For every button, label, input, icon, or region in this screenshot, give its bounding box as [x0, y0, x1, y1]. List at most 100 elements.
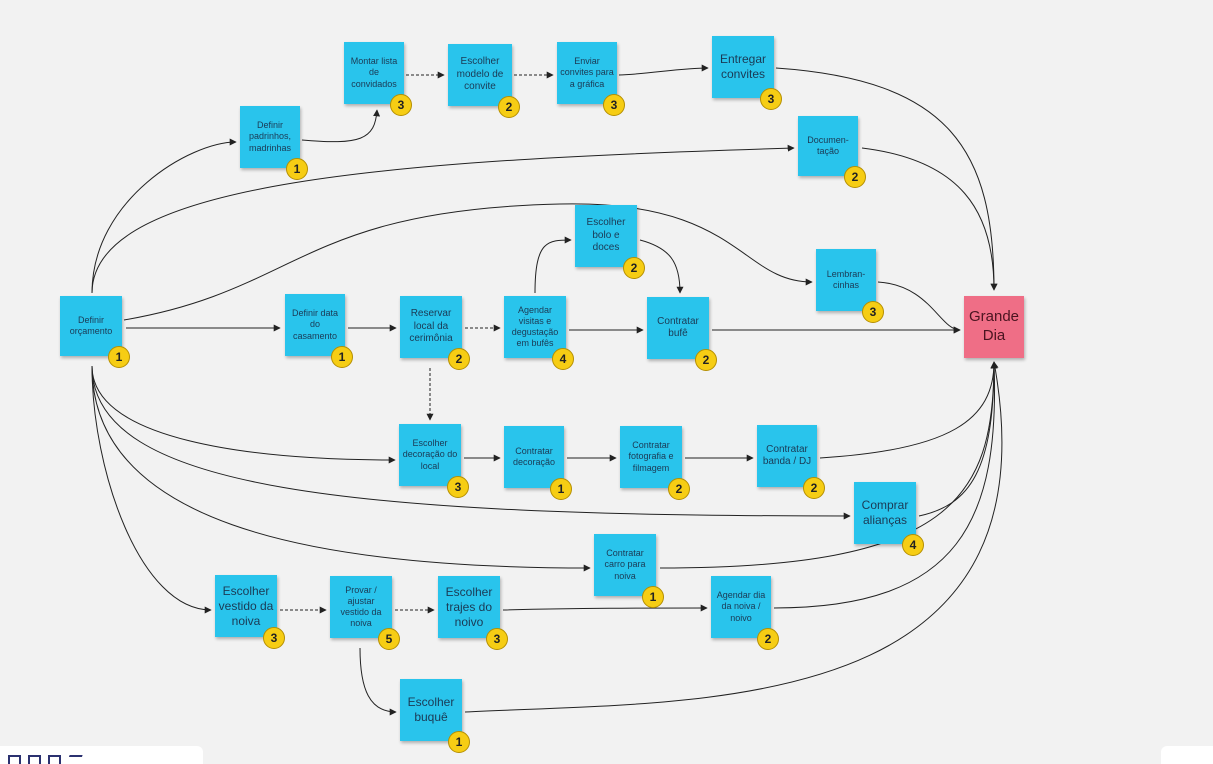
- priority-badge: 3: [263, 627, 285, 649]
- sticky-note-label: Grande Dia: [968, 308, 1020, 344]
- sticky-note-orcamento[interactable]: Definir orçamento: [60, 296, 122, 356]
- sticky-note-label: Definir orçamento: [69, 314, 113, 336]
- sticky-note-fotografia[interactable]: Contratar fotografia e filmagem: [620, 426, 682, 488]
- priority-badge: 2: [757, 628, 779, 650]
- connector-orcamento-to-documentacao[interactable]: [91, 144, 795, 294]
- sticky-note-label: Enviar convites para a gráfica: [560, 56, 614, 89]
- sticky-note-entregar[interactable]: Entregar convites: [712, 36, 774, 98]
- connector-documentacao-to-grande_dia[interactable]: [861, 147, 998, 291]
- sticky-note-documentacao[interactable]: Documen-tação: [798, 116, 858, 176]
- sticky-note-contratar-decoracao[interactable]: Contratar decoração: [504, 426, 564, 488]
- sticky-note-banda[interactable]: Contratar banda / DJ: [757, 425, 817, 487]
- frame-tool-icon[interactable]: [28, 755, 41, 764]
- connector-banda-to-grande_dia[interactable]: [819, 361, 998, 459]
- sticky-note-label: Comprar alianças: [861, 498, 909, 527]
- sticky-note-label: Provar / ajustar vestido da noiva: [340, 584, 382, 629]
- priority-badge: 2: [498, 96, 520, 118]
- sticky-note-label: Entregar convites: [719, 52, 767, 81]
- bottom-toolbar: [0, 746, 203, 764]
- sticky-note-label: Agendar dia da noiva / noivo: [716, 590, 766, 623]
- sticky-note-provar[interactable]: Provar / ajustar vestido da noiva: [330, 576, 392, 638]
- priority-badge: 5: [378, 628, 400, 650]
- sticky-note-label: Escolher modelo de convite: [456, 56, 504, 93]
- sticky-note-carro[interactable]: Contratar carro para noiva: [594, 534, 656, 596]
- priority-badge: 1: [331, 346, 353, 368]
- sticky-note-escolher-modelo[interactable]: Escolher modelo de convite: [448, 44, 512, 106]
- sticky-note-label: Escolher decoração do local: [402, 438, 458, 471]
- connector-lembrancinhas-to-grande_dia[interactable]: [877, 281, 961, 334]
- sticky-note-enviar[interactable]: Enviar convites para a gráfica: [557, 42, 617, 104]
- connector-padrinhos-to-montar[interactable]: [301, 109, 381, 143]
- priority-badge: 2: [668, 478, 690, 500]
- connector-buque-to-grande_dia[interactable]: [464, 361, 1003, 713]
- priority-badge: 3: [390, 94, 412, 116]
- pen-tool-icon[interactable]: [66, 755, 83, 764]
- connector-orcamento-to-vestido[interactable]: [91, 365, 212, 614]
- corner-panel: [1161, 746, 1213, 764]
- sticky-note-aliancas[interactable]: Comprar alianças: [854, 482, 916, 544]
- select-tool-icon[interactable]: [8, 755, 21, 764]
- sticky-note-data[interactable]: Definir data do casamento: [285, 294, 345, 356]
- priority-badge: 2: [623, 257, 645, 279]
- connector-orcamento-to-carro[interactable]: [91, 365, 591, 572]
- sticky-note-label: Contratar fotografia e filmagem: [628, 440, 674, 473]
- priority-badge: 1: [642, 586, 664, 608]
- priority-badge: 1: [448, 731, 470, 753]
- priority-badge: 2: [448, 348, 470, 370]
- priority-badge: 1: [286, 158, 308, 180]
- sticky-note-label: Agendar visitas e degustação em bufês: [511, 304, 559, 349]
- connector-orcamento-to-lembrancinhas[interactable]: [123, 203, 813, 321]
- sticky-note-reservar[interactable]: Reservar local da cerimônia: [400, 296, 462, 358]
- priority-badge: 2: [695, 349, 717, 371]
- connector-enviar-to-entregar[interactable]: [618, 64, 709, 76]
- connector-dia_noiva-to-grande_dia[interactable]: [773, 361, 998, 609]
- priority-badge: 3: [486, 628, 508, 650]
- sticky-note-label: Contratar decoração: [512, 445, 556, 467]
- sticky-note-label: Documen-tação: [807, 134, 849, 156]
- connector-provar-to-buque[interactable]: [359, 647, 397, 716]
- sticky-note-buque[interactable]: Escolher buquê: [400, 679, 462, 741]
- priority-badge: 3: [603, 94, 625, 116]
- sticky-note-label: Montar lista de convidados: [350, 56, 398, 89]
- priority-badge: 2: [844, 166, 866, 188]
- priority-badge: 1: [550, 478, 572, 500]
- sticky-note-label: Escolher buquê: [407, 695, 455, 724]
- priority-badge: 2: [803, 477, 825, 499]
- priority-badge: 4: [902, 534, 924, 556]
- sticky-note-label: Contratar carro para noiva: [604, 548, 646, 581]
- sticky-note-label: Escolher bolo e doces: [586, 217, 626, 254]
- sticky-note-label: Escolher vestido da noiva: [218, 583, 274, 628]
- priority-badge: 4: [552, 348, 574, 370]
- connector-agendar_visitas-to-bolo[interactable]: [534, 236, 572, 294]
- sticky-note-label: Lembran-cinhas: [826, 268, 866, 290]
- sticky-note-label: Definir data do casamento: [291, 308, 339, 341]
- connector-orcamento-to-aliancas[interactable]: [91, 365, 851, 520]
- sticky-note-bolo[interactable]: Escolher bolo e doces: [575, 205, 637, 267]
- connector-aliancas-to-grande_dia[interactable]: [918, 361, 998, 517]
- connector-trajes-to-dia_noiva[interactable]: [502, 604, 708, 612]
- sticky-note-label: Contratar bufê: [657, 315, 699, 340]
- list-tool-icon[interactable]: [48, 755, 61, 764]
- connector-entregar-to-grande_dia[interactable]: [775, 67, 998, 291]
- sticky-note-vestido[interactable]: Escolher vestido da noiva: [215, 575, 277, 637]
- connector-bolo-to-bufe[interactable]: [639, 239, 684, 294]
- connector-orcamento-to-padrinhos[interactable]: [91, 138, 237, 294]
- connector-orcamento-to-escolher_decoracao[interactable]: [91, 365, 396, 464]
- priority-badge: 3: [760, 88, 782, 110]
- sticky-note-agendar-visitas[interactable]: Agendar visitas e degustação em bufês: [504, 296, 566, 358]
- sticky-note-bufe[interactable]: Contratar bufê: [647, 297, 709, 359]
- sticky-note-padrinhos[interactable]: Definir padrinhos, madrinhas: [240, 106, 300, 168]
- sticky-note-grande-dia[interactable]: Grande Dia: [964, 296, 1024, 358]
- sticky-note-lembrancinhas[interactable]: Lembran-cinhas: [816, 249, 876, 311]
- sticky-note-dia-noiva[interactable]: Agendar dia da noiva / noivo: [711, 576, 771, 638]
- sticky-note-trajes[interactable]: Escolher trajes do noivo: [438, 576, 500, 638]
- priority-badge: 1: [108, 346, 130, 368]
- sticky-note-escolher-decoracao[interactable]: Escolher decoração do local: [399, 424, 461, 486]
- connector-carro-to-grande_dia[interactable]: [659, 361, 998, 569]
- sticky-note-label: Reservar local da cerimônia: [409, 308, 453, 345]
- priority-badge: 3: [862, 301, 884, 323]
- sticky-note-label: Definir padrinhos, madrinhas: [248, 120, 292, 153]
- sticky-note-montar[interactable]: Montar lista de convidados: [344, 42, 404, 104]
